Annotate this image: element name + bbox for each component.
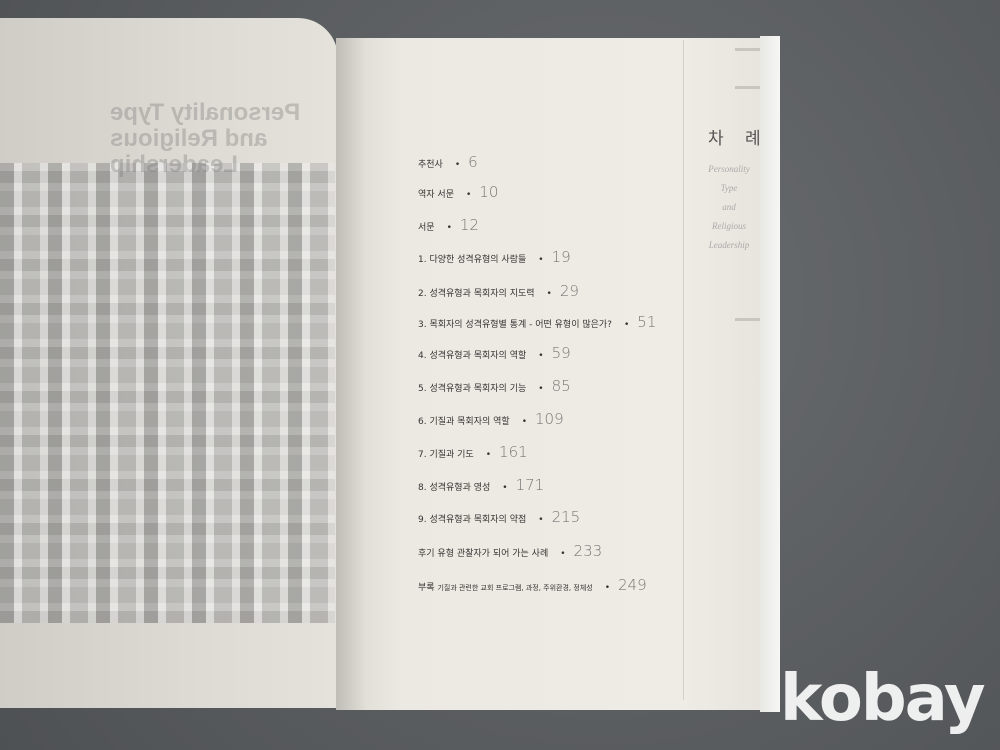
mirrored-title: Personality Type and Religious Leadershi… [110,99,301,178]
toc-entry: 서문 • 12 [418,216,479,234]
toc-entry: 3. 목회자의 성격유형별 통계 - 어떤 유형이 많은가? • 51 [418,313,656,331]
dot-separator: • [623,320,630,330]
entry-title: 7. 기질과 기도 [418,450,474,460]
toc-entry: 1. 다양한 성격유형의 사람들 • 19 [418,248,571,266]
entry-title: 추천사 [418,160,443,170]
page-number: 19 [551,248,571,266]
divider [683,40,684,700]
dot-separator: • [538,255,544,265]
entry-title: 6. 기질과 목회자의 역할 [418,417,510,427]
dot-separator: • [538,351,544,361]
toc-entry: 4. 성격유형과 목회자의 역할 • 59 [418,344,571,362]
page-number: 161 [499,443,528,461]
page-number: 51 [637,313,657,331]
dot-separator: • [485,450,492,460]
entry-title: 1. 다양한 성격유형의 사람들 [418,255,527,265]
toc-entry: 8. 성격유형과 영성 • 171 [418,476,544,494]
toc-entry: 9. 성격유형과 목회자의 약점 • 215 [418,508,580,526]
dot-separator: • [446,223,452,233]
toc-heading: 차 례 [708,129,769,149]
page-number: 109 [535,410,564,428]
subtitle-line: Religious [712,221,746,231]
dot-separator: • [465,190,472,200]
plaid-pattern-image [0,163,335,623]
toc-entry: 부록 기질과 관련한 교회 프로그램, 과정, 주위환경, 정체성 • 249 [418,576,647,594]
page-number: 249 [618,576,647,594]
dot-separator: • [502,483,508,493]
entry-title: 8. 성격유형과 영성 [418,483,491,493]
left-page [0,18,338,708]
subtitle-line: Personality [708,164,750,174]
decor-line [735,48,760,51]
decor-line [735,86,760,89]
page-number: 6 [468,153,478,171]
toc-entry: 5. 성격유형과 목회자의 기능 • 85 [418,377,571,395]
page-number: 85 [551,377,571,395]
entry-title: 3. 목회자의 성격유형별 통계 - 어떤 유형이 많은가? [418,320,612,330]
dot-separator: • [560,549,566,559]
toc-entry: 후기 유형 관찰자가 되어 가는 사례 • 233 [418,542,602,560]
page-number: 10 [479,183,499,201]
entry-title: 9. 성격유형과 목회자의 약점 [418,515,527,525]
page-number: 29 [559,282,579,300]
decor-line [735,318,760,321]
toc-entry: 역자 서문 • 10 [418,183,498,201]
toc-entry: 추천사 • 6 [418,153,478,171]
entry-title: 부록 [418,583,435,593]
page-edge [760,36,780,712]
book-subtitle: Personality Type and Religious Leadershi… [692,160,766,255]
dot-separator: • [538,384,544,394]
dot-separator: • [546,289,552,299]
gutter-shadow [336,38,366,710]
toc-entry: 7. 기질과 기도 • 161 [418,443,528,461]
right-page [336,38,766,710]
page-number: 12 [459,216,479,234]
dot-separator: • [538,515,544,525]
dot-separator: • [454,160,461,170]
subtitle-line: Type [720,183,738,193]
watermark-logo: kobay [780,662,986,736]
dot-separator: • [521,417,528,427]
entry-subtitle: 기질과 관련한 교회 프로그램, 과정, 주위환경, 정체성 [437,584,593,592]
entry-title: 후기 유형 관찰자가 되어 가는 사례 [418,549,549,559]
page-number: 215 [551,508,581,526]
subtitle-line: Leadership [708,240,750,250]
page-number: 59 [551,344,571,362]
subtitle-line: and [722,202,736,212]
entry-title: 2. 성격유형과 목회자의 지도력 [418,289,535,299]
toc-entry: 2. 성격유형과 목회자의 지도력 • 29 [418,282,579,300]
entry-title: 4. 성격유형과 목회자의 역할 [418,351,527,361]
entry-title: 5. 성격유형과 목회자의 기능 [418,384,527,394]
page-number: 233 [573,542,603,560]
entry-title: 서문 [418,223,435,233]
toc-entry: 6. 기질과 목회자의 역할 • 109 [418,410,564,428]
entry-title: 역자 서문 [418,190,454,200]
dot-separator: • [604,583,611,593]
page-number: 171 [515,476,545,494]
